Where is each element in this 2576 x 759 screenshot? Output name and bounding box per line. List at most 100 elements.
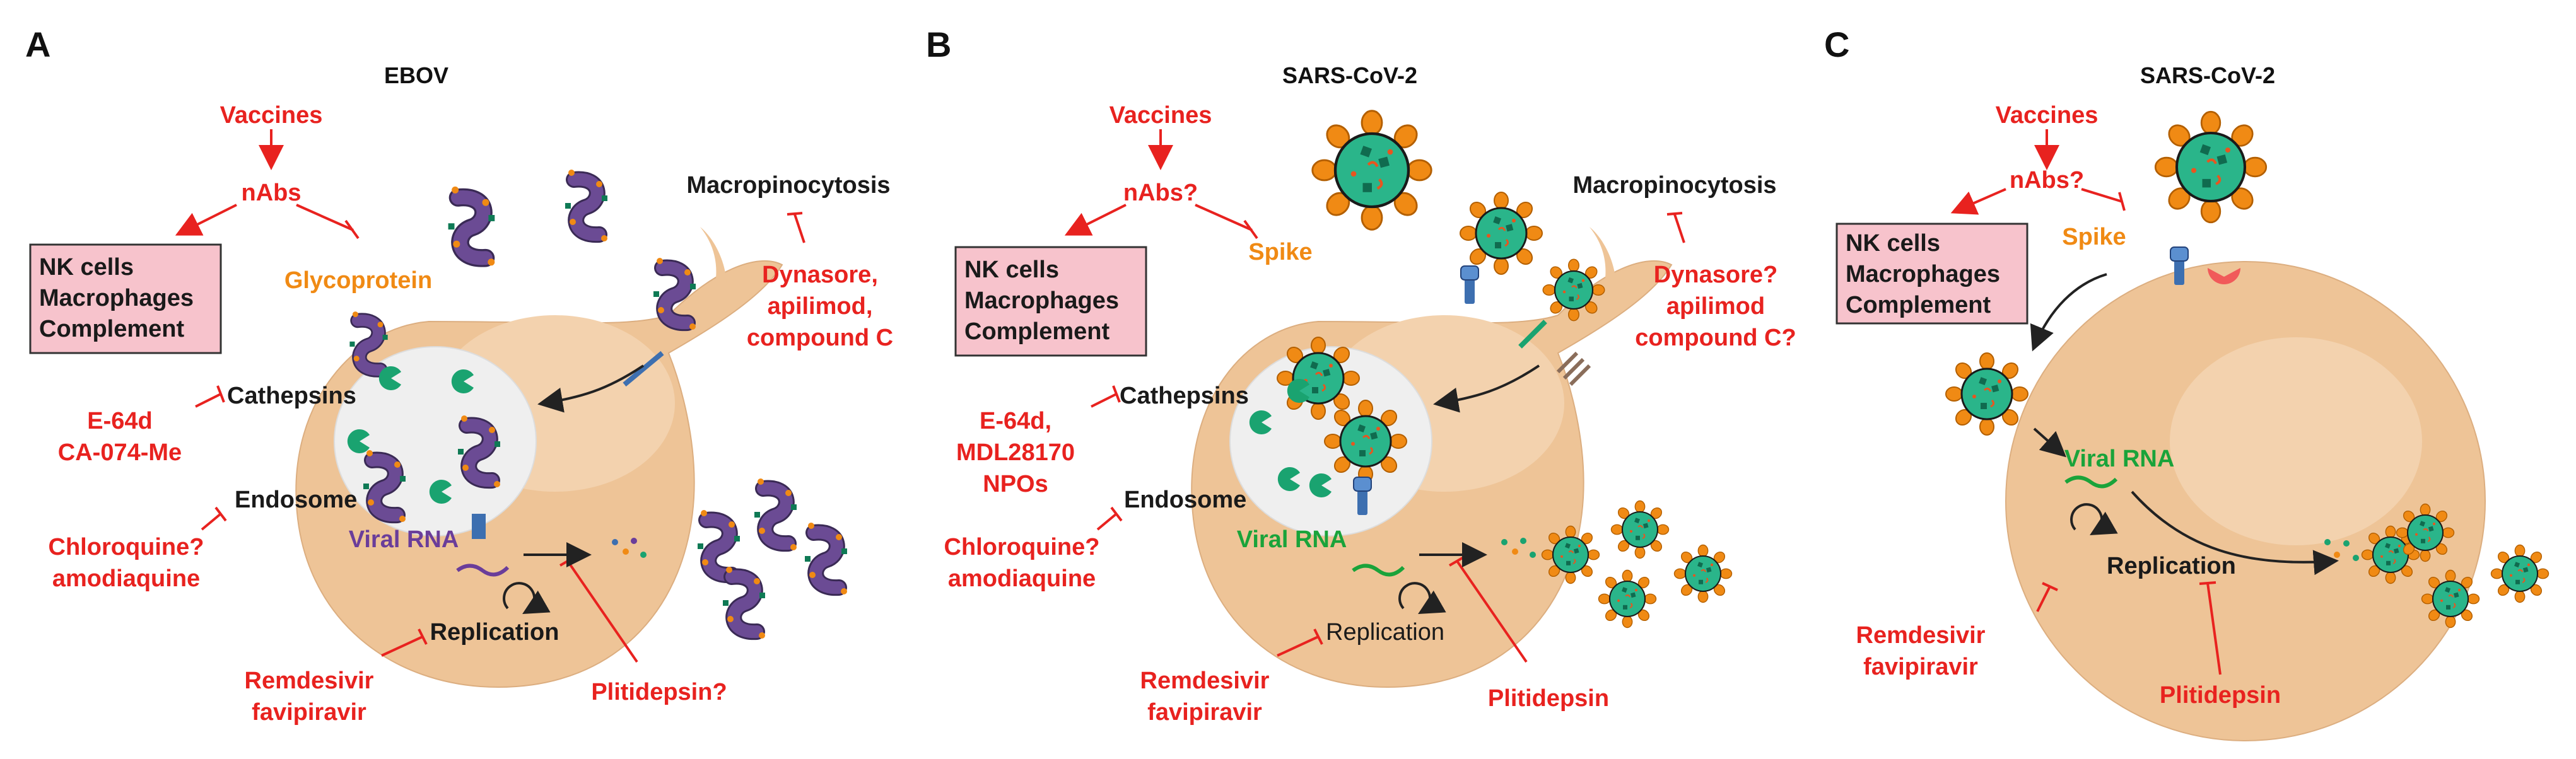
inhibit-arrow: [1091, 385, 1121, 408]
panel-title: SARS-CoV-2: [2140, 62, 2275, 88]
endosome-compartment: [334, 346, 537, 536]
replication-cycle-icon: [2070, 503, 2118, 535]
innate-immunity-box: [954, 246, 1147, 357]
panel-title: EBOV: [384, 62, 448, 88]
replication-inhibitor: Remdesivir: [1856, 622, 1986, 649]
macro-inhibitor: compound C?: [1635, 325, 1796, 351]
viral-rna-label: Viral RNA: [349, 526, 459, 553]
cathepsin-inhibitor: E-64d: [87, 408, 152, 434]
sars-cov-2-particle: [1276, 336, 1361, 420]
sars-cov-2-particle: [1673, 544, 1733, 603]
panel-label: C: [1824, 25, 1849, 64]
sars-cov-2-particle: [1541, 525, 1600, 584]
inhibit-arrow: [787, 212, 805, 243]
inhibit-arrow: [201, 506, 227, 531]
sars-cov-2-virion-icon: [1313, 111, 1432, 230]
innate-nk: NK cells: [39, 254, 134, 281]
arrow: [1064, 204, 1127, 236]
replication-inhibitor: Remdesivir: [245, 668, 374, 694]
inhibit-arrow: [381, 629, 428, 657]
receptor-icon: [1460, 265, 1479, 304]
ebov-particle: [653, 258, 696, 330]
cathepsin-inhibitor: E-64d,: [980, 408, 1051, 434]
macro-inhibitor: apilimod,: [768, 293, 873, 320]
macro-inhibitor: apilimod: [1666, 293, 1765, 320]
replication-cycle-icon: [503, 582, 551, 614]
viral-rna-icon: [2064, 475, 2118, 489]
nabs-label: nAbs?: [1123, 180, 1198, 206]
arrow: [2030, 273, 2107, 352]
arrow: [175, 204, 237, 236]
released-components: [2324, 539, 2359, 561]
vaccines-label: Vaccines: [220, 102, 323, 129]
inhibit-arrow: [2036, 582, 2058, 612]
ebov-particle: [805, 523, 847, 594]
innate-immunity-box: [29, 243, 222, 354]
endosome-inhibitor: amodiaquine: [52, 565, 200, 592]
panel-label: A: [25, 25, 50, 64]
macropinocytosis-extension: [694, 227, 727, 334]
innate-macrophages: Macrophages: [964, 287, 1119, 314]
innate-nk: NK cells: [964, 257, 1059, 283]
replication-label: Replication: [430, 619, 559, 646]
receptor-icon: [1518, 320, 1547, 349]
vaccines-label: Vaccines: [1996, 102, 2099, 129]
nabs-label: nAbs?: [2010, 167, 2084, 194]
innate-macrophages: Macrophages: [39, 285, 194, 311]
inhibit-arrow: [1277, 629, 1323, 657]
panel-b: B SARS-CoV-2: [926, 25, 1796, 726]
panel-title: SARS-CoV-2: [1282, 62, 1417, 88]
cathepsins-label: Cathepsins: [1120, 383, 1249, 409]
glycoprotein-label: Glycoprotein: [284, 267, 432, 294]
endosome-inhibitor: Chloroquine?: [944, 534, 1100, 560]
ebov-particle: [754, 478, 797, 550]
cathepsin-inhibitor: CA-074-Me: [58, 439, 182, 466]
ebov-particle: [723, 567, 765, 639]
cathepsins-label: Cathepsins: [227, 383, 356, 409]
inhibit-arrow: [1195, 204, 1258, 240]
inhibit-arrow: [1096, 506, 1123, 531]
panel-label: B: [926, 25, 951, 64]
panel-a: A EBOV: [25, 25, 893, 726]
macro-inhibitor: Dynasore,: [762, 262, 878, 288]
replication-inhibitor: Remdesivir: [1140, 668, 1270, 694]
spike-label: Spike: [2062, 224, 2126, 250]
receptor-icon: [623, 351, 664, 387]
viral-rna-label: Viral RNA: [1237, 526, 1347, 553]
inhibit-arrow: [296, 204, 360, 240]
endosome-inhibitor: amodiaquine: [948, 565, 1096, 592]
assembly-inhibitor: Plitidepsin?: [591, 679, 727, 705]
inhibit-arrow: [2081, 188, 2126, 211]
inhibit-arrow: [1666, 212, 1685, 243]
endosome-label: Endosome: [1124, 487, 1246, 513]
panel-c: C SARS-CoV-2 NK cells Macrophages Comple…: [1824, 25, 2550, 741]
macro-inhibitor: Dynasore?: [1654, 262, 1777, 288]
endosome-inhibitor: Chloroquine?: [49, 534, 204, 560]
sars-cov-2-particle: [1598, 569, 1657, 629]
sars-cov-2-particle: [2421, 569, 2480, 629]
replication-inhibitor: favipiravir: [252, 699, 366, 726]
replication-label: Replication: [1326, 619, 1444, 646]
vaccines-label: Vaccines: [1109, 102, 1212, 129]
arrow: [1950, 188, 2006, 215]
endosome-label: Endosome: [235, 487, 357, 513]
viral-rna-label: Viral RNA: [2064, 446, 2175, 472]
released-components: [612, 538, 647, 558]
assembly-inhibitor: Plitidepsin: [2160, 682, 2281, 709]
inhibit-arrow: [2199, 581, 2222, 675]
nabs-label: nAbs: [242, 180, 302, 206]
receptor-icon: [472, 514, 486, 539]
protease-icon: [2208, 268, 2240, 284]
sars-cov-2-virion-icon: [2155, 112, 2266, 223]
sars-cov-2-particle: [1323, 399, 1408, 484]
macropinocytosis-label: Macropinocytosis: [686, 172, 890, 199]
replication-label: Replication: [2107, 553, 2236, 579]
replication-inhibitor: favipiravir: [1863, 654, 1978, 680]
replication-cycle-icon: [1398, 582, 1446, 614]
ebov-virion-icon: [448, 187, 495, 265]
viral-rna-icon: [1352, 564, 1405, 577]
sars-cov-2-particle: [1542, 258, 1605, 322]
macropinocytosis-extension: [1583, 227, 1617, 334]
sars-cov-2-particle: [2490, 544, 2550, 603]
